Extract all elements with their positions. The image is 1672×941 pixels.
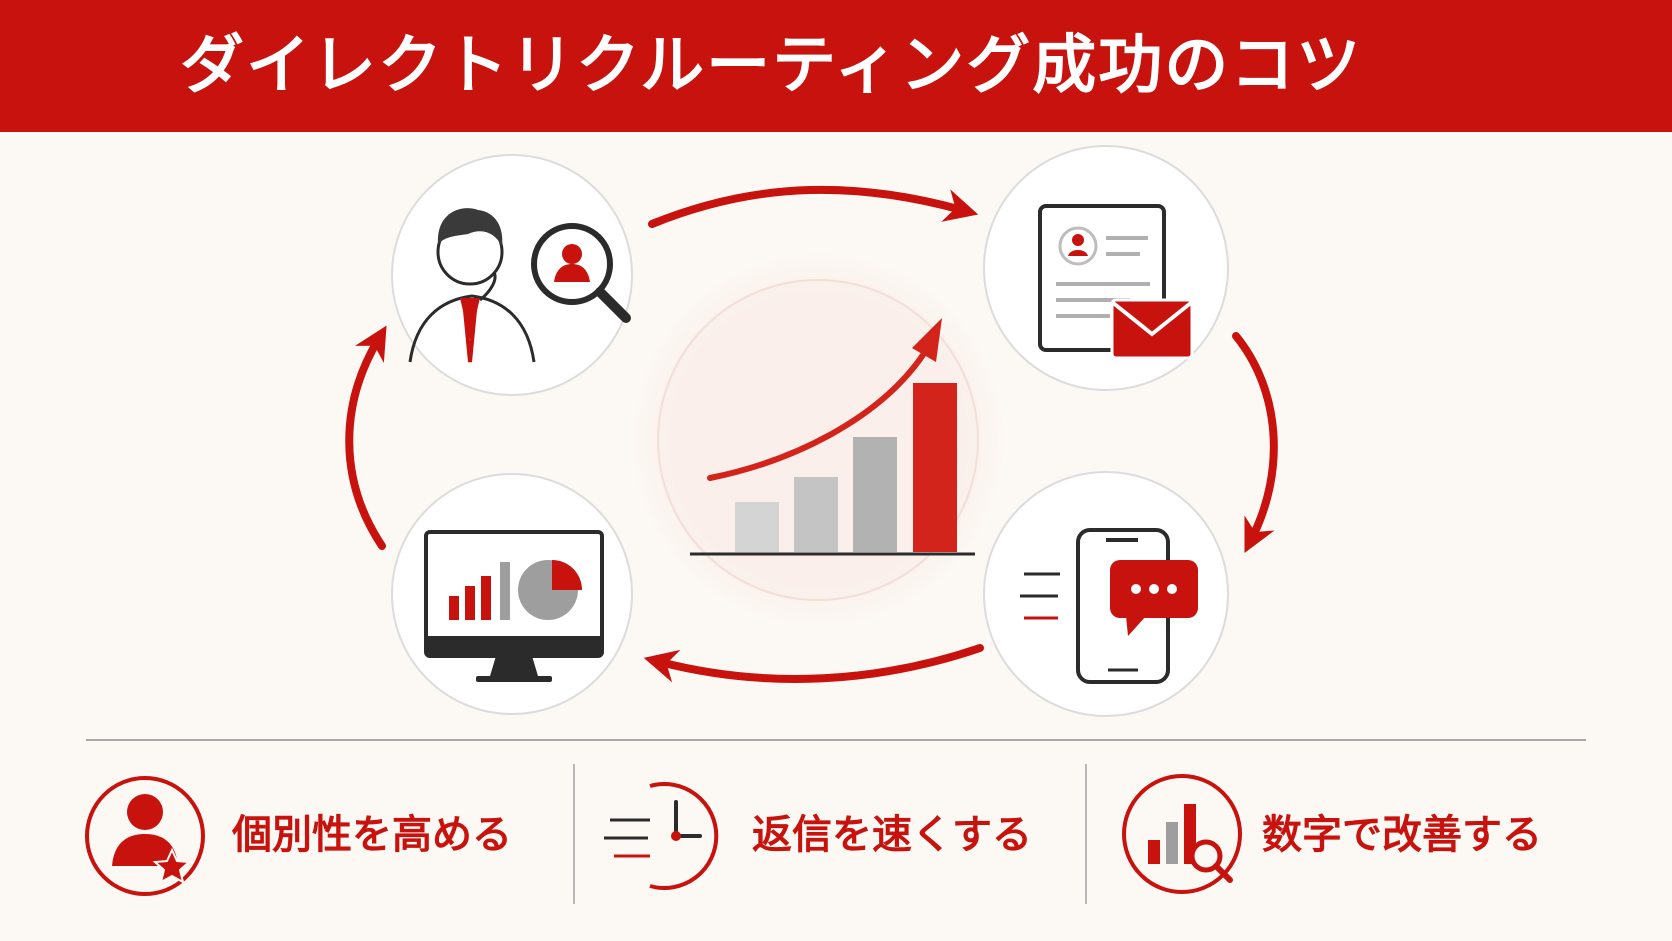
tip-label-personalize: 個別性を高める	[232, 811, 512, 858]
cycle-step-search	[391, 154, 633, 396]
growth-bar-chart-icon	[690, 318, 975, 556]
tip-label-improve-with-numbers: 数字で改善する	[1262, 811, 1542, 858]
user-star-icon	[85, 776, 205, 896]
cycle-step-analytics	[391, 473, 633, 715]
arrow-bottom	[643, 644, 984, 683]
smartphone-chat-icon	[1020, 528, 1198, 684]
cycle-step-scout-mail	[983, 145, 1229, 391]
person-with-magnifier-icon	[408, 208, 631, 363]
chart-magnifier-icon	[1122, 774, 1242, 894]
fast-clock-icon	[604, 782, 719, 890]
page-title: ダイレクトリクルーティング成功のコツ	[180, 28, 1363, 103]
cycle-diagram	[85, 145, 1586, 904]
cycle-step-quick-reply	[983, 471, 1229, 717]
tip-label-fast-reply: 返信を速くする	[752, 811, 1032, 858]
cycle-arrows	[345, 185, 1278, 683]
profile-document-with-mail-icon	[1038, 204, 1194, 360]
arrow-left	[345, 325, 387, 550]
title-banner: ダイレクトリクルーティング成功のコツ	[0, 0, 1672, 132]
arrow-top	[648, 185, 979, 228]
monitor-analytics-icon	[424, 530, 604, 682]
arrow-right	[1232, 332, 1278, 554]
